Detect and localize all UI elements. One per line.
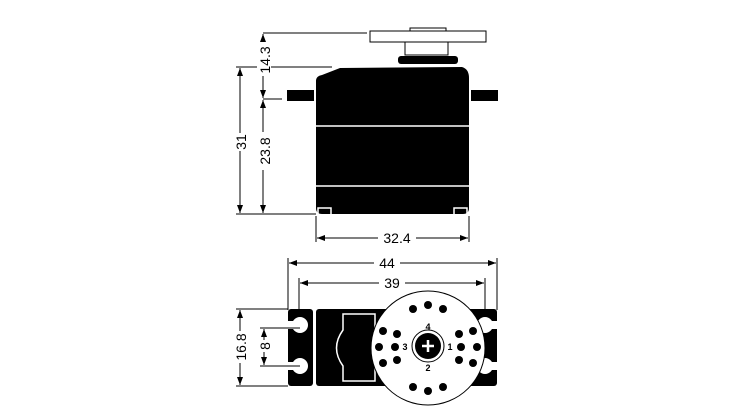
horn-label-2: 2 bbox=[425, 363, 430, 373]
shaft-collar bbox=[398, 56, 458, 64]
left-foot-notch bbox=[317, 207, 332, 214]
top-view: 4 3 1 2 44 39 16.8 8 bbox=[233, 255, 498, 406]
horn-cap bbox=[409, 27, 447, 32]
servo-body bbox=[316, 67, 469, 214]
label-recess bbox=[335, 313, 376, 382]
right-foot-notch bbox=[453, 207, 468, 214]
horn-plate bbox=[369, 30, 487, 43]
dim-body-width: 32.4 bbox=[383, 230, 410, 246]
horn-label-3: 3 bbox=[402, 342, 407, 352]
dim-hole-pitch: 8 bbox=[257, 342, 273, 350]
horn-label-1: 1 bbox=[447, 342, 452, 352]
horn-label-4: 4 bbox=[425, 322, 430, 332]
dim-overall-length: 44 bbox=[379, 255, 395, 271]
left-mount-ear bbox=[287, 90, 314, 101]
dim-total-height: 31 bbox=[233, 134, 249, 150]
dim-body-width-top: 16.8 bbox=[233, 333, 249, 360]
side-view: 14.3 31 23.8 32.4 bbox=[233, 27, 498, 246]
servo-horn: 4 3 1 2 bbox=[370, 290, 486, 406]
dim-body-height: 23.8 bbox=[257, 137, 273, 164]
dim-mount-hole-spacing: 39 bbox=[384, 275, 400, 291]
right-mount-ear bbox=[471, 90, 498, 101]
output-shaft bbox=[404, 41, 449, 56]
dim-horn-height: 14.3 bbox=[257, 46, 273, 73]
